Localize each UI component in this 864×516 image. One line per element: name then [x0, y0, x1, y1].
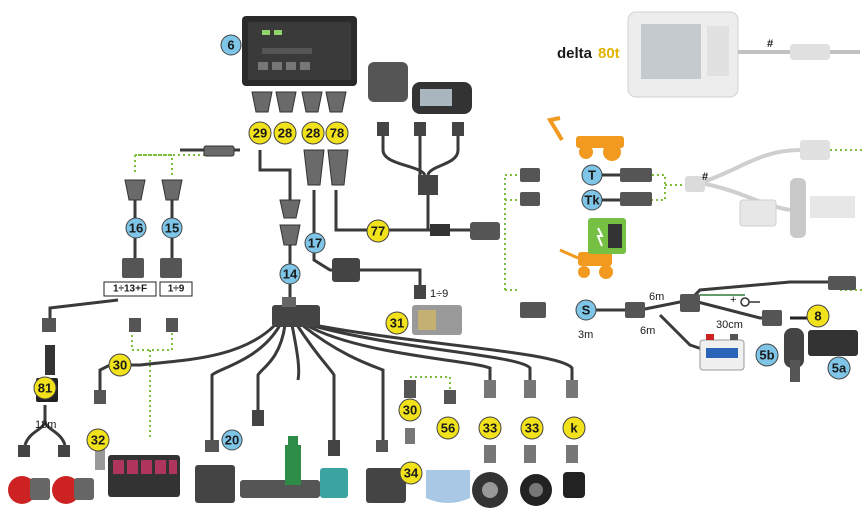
svg-text:31: 31	[390, 316, 404, 331]
nozzle-valve-icon	[8, 445, 94, 504]
range-label-1-13f: 1÷13+F	[113, 284, 147, 295]
badge-17: 17	[304, 232, 326, 254]
delta-terminal-icon	[627, 11, 860, 98]
svg-text:8: 8	[814, 309, 821, 324]
badge-30-a: 30	[108, 353, 132, 377]
badge-5b: 5b	[755, 343, 779, 367]
svg-text:33: 33	[483, 421, 497, 436]
badge-15: 15	[161, 217, 183, 239]
brand-name: delta	[557, 45, 593, 62]
tractor-icon	[546, 116, 624, 279]
badge-14: 14	[279, 263, 301, 285]
faded-harness-icon	[685, 140, 855, 238]
badges-yellow: 29 28 28 78 77 31 30 32 81 30 56 33 33 k…	[33, 121, 830, 485]
power-pack-icon	[588, 218, 626, 254]
badge-k: k	[562, 416, 586, 440]
svg-text:20: 20	[225, 433, 239, 448]
flow-sensor-icon	[94, 390, 106, 470]
badge-Tk: Tk	[581, 189, 603, 211]
control-panel-icon	[808, 330, 858, 356]
svg-text:k: k	[570, 421, 578, 436]
svg-text:30: 30	[403, 403, 417, 418]
hash-label-top: #	[767, 38, 773, 50]
svg-text:29: 29	[253, 126, 267, 141]
key-icon	[740, 297, 760, 307]
length-6m-b: 6m	[640, 325, 655, 337]
svg-text:T: T	[588, 168, 596, 183]
length-3m: 3m	[578, 329, 593, 341]
svg-text:15: 15	[165, 221, 179, 236]
valve-block-icon	[108, 455, 180, 497]
length-30cm: 30cm	[716, 319, 743, 331]
badge-30-b: 30	[398, 398, 422, 422]
badge-T: T	[581, 164, 603, 186]
svg-text:30: 30	[113, 358, 127, 373]
hub-connector-icon	[272, 297, 320, 327]
badge-28-b: 28	[301, 121, 325, 145]
svg-text:56: 56	[441, 421, 455, 436]
svg-text:S: S	[582, 303, 591, 318]
hash-label-mid: #	[702, 171, 708, 183]
svg-text:5a: 5a	[832, 361, 847, 376]
badges-blue: 6 16 15 17 14 20 T Tk S 5b 5a	[125, 34, 851, 451]
badge-31: 31	[385, 311, 409, 335]
badge-33-a: 33	[478, 416, 502, 440]
main-cables	[23, 130, 830, 446]
connector-17-icon	[332, 258, 462, 335]
badge-78: 78	[325, 121, 349, 145]
svg-text:28: 28	[306, 126, 320, 141]
flowmeter-icon	[195, 410, 406, 503]
badge-6: 6	[220, 34, 242, 56]
badge-81: 81	[33, 376, 57, 400]
harness-connectors-right	[520, 168, 856, 326]
badge-29: 29	[248, 121, 272, 145]
ecu-connectors	[124, 91, 349, 246]
svg-text:6: 6	[227, 38, 234, 53]
svg-text:17: 17	[308, 236, 322, 251]
svg-text:77: 77	[371, 224, 385, 239]
svg-text:78: 78	[330, 126, 344, 141]
svg-text:81: 81	[38, 381, 52, 396]
joystick-icon	[784, 328, 804, 382]
length-18m: 18m	[35, 419, 56, 431]
svg-text:28: 28	[278, 126, 292, 141]
badge-56: 56	[436, 416, 460, 440]
badge-33-b: 33	[520, 416, 544, 440]
svg-text:5b: 5b	[759, 348, 774, 363]
badge-32: 32	[86, 428, 110, 452]
junction-blocks	[103, 258, 193, 332]
length-6m-a: 6m	[649, 291, 664, 303]
range-label-1-9-b: 1÷9	[430, 288, 448, 300]
svg-text:32: 32	[91, 433, 105, 448]
plus-sign: +	[730, 294, 736, 306]
brand-suffix: 80t	[598, 45, 620, 62]
badge-77: 77	[366, 219, 390, 243]
svg-text:Tk: Tk	[584, 193, 600, 208]
dotted-ground-lines	[131, 149, 862, 440]
svg-text:34: 34	[404, 466, 419, 481]
badge-5a: 5a	[827, 356, 851, 380]
svg-text:33: 33	[525, 421, 539, 436]
badge-34: 34	[399, 461, 423, 485]
sensor-icons	[404, 380, 585, 508]
badge-16: 16	[125, 217, 147, 239]
range-label-1-9-a: 1÷9	[168, 284, 185, 295]
ecu-box-icon	[242, 16, 357, 86]
svg-text:16: 16	[129, 221, 143, 236]
badge-28-a: 28	[273, 121, 297, 145]
battery-icon	[699, 334, 745, 371]
svg-text:14: 14	[283, 267, 298, 282]
badge-20: 20	[221, 429, 243, 451]
display-icon	[368, 62, 500, 240]
badge-S: S	[575, 299, 597, 321]
badge-8: 8	[806, 304, 830, 328]
